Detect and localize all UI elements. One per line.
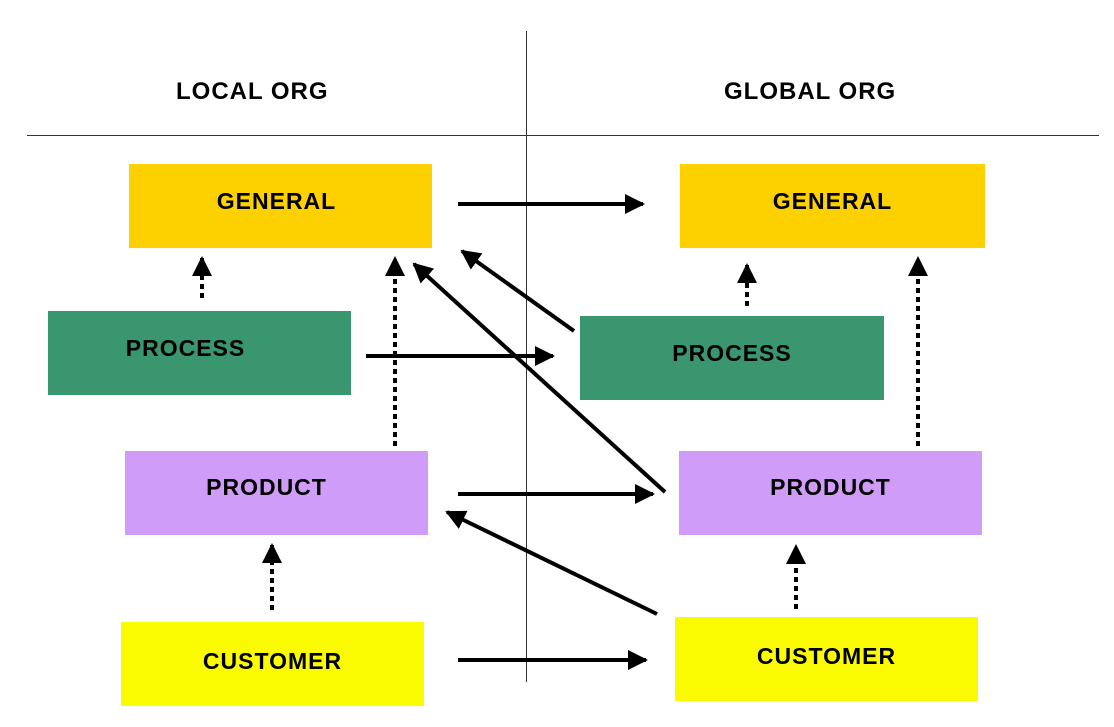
global-product-label: PRODUCT bbox=[770, 473, 891, 500]
arrow-global-product-to-local-general bbox=[412, 262, 667, 494]
global-customer-label: CUSTOMER bbox=[756, 642, 897, 669]
global-general-box: GENERAL bbox=[680, 164, 985, 248]
local-product-label: PRODUCT bbox=[206, 473, 327, 500]
global-org-heading: GLOBAL ORG bbox=[724, 78, 897, 105]
global-customer-box: CUSTOMER bbox=[675, 617, 978, 701]
local-product-box: PRODUCT bbox=[125, 451, 428, 535]
global-process-label: PROCESS bbox=[672, 339, 792, 366]
header-divider bbox=[27, 135, 1099, 136]
arrow-global-customer-to-local-product bbox=[445, 510, 658, 616]
global-general-label: GENERAL bbox=[772, 187, 893, 214]
local-org-heading: LOCAL ORG bbox=[176, 78, 329, 105]
local-process-label: PROCESS bbox=[125, 334, 246, 361]
local-general-label: GENERAL bbox=[216, 187, 337, 214]
local-general-box: GENERAL bbox=[129, 164, 432, 248]
global-process-box: PROCESS bbox=[580, 316, 884, 400]
local-process-box: PROCESS bbox=[48, 311, 351, 395]
arrow-global-process-to-local-general bbox=[460, 249, 576, 333]
local-customer-box: CUSTOMER bbox=[121, 622, 424, 706]
local-customer-label: CUSTOMER bbox=[202, 647, 343, 674]
global-product-box: PRODUCT bbox=[679, 451, 982, 535]
